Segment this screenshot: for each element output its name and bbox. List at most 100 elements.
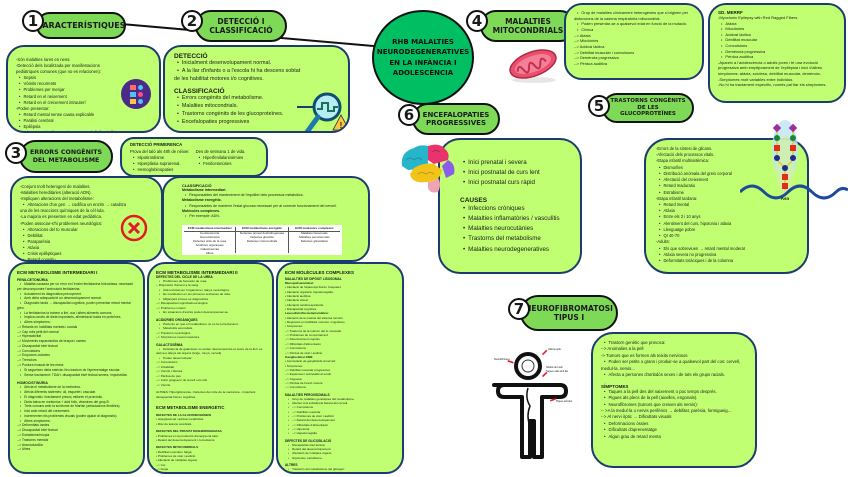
list-item: --> Hipotonia <box>285 427 395 431</box>
urea-list: Problemes de formació de urea.-- Disposi… <box>156 279 265 315</box>
gal-list: Deficiència de galactosa: no poden desco… <box>156 347 265 387</box>
early-left-list: HipotiroïdismeHiperplàsia suprarenal.Hem… <box>130 155 190 173</box>
list-item: --> Convulsions <box>285 385 306 390</box>
list-item: Mioclònies <box>718 26 836 32</box>
list-item: Metabolisme energètic. <box>182 198 222 203</box>
section-title-neurofibromatosis: NEUROFIBROMATOSI TIPUS I <box>520 295 618 331</box>
table-cell: Galactosèmia <box>200 246 219 251</box>
figure-label: Glioma òptic <box>548 348 562 351</box>
list-item: --> Color groguenc de la pell i els ulls <box>156 378 207 383</box>
list-item: • Afectació orgànica: hepatomegàlia. <box>285 289 334 294</box>
nf-list: Trastorn genètic que provoca:--> Anomali… <box>601 340 747 379</box>
list-item: Malalties inflamatòries / vasculitis <box>460 214 570 224</box>
list-item: --> Convulsions <box>156 360 178 365</box>
list-item: Malaltia causada per un error en l'enzim… <box>17 282 136 292</box>
center-title: RHB MALALTIES NEURODEGENERATIVES EN LA I… <box>376 37 470 78</box>
list-item: Retard mental sense causa explicable <box>16 112 121 118</box>
list-item: Taques a la pell des del naixement o poc… <box>601 389 747 395</box>
list-item: Inicialment desenvolupament normal. <box>174 60 304 68</box>
list-item: --> Atàxia <box>574 32 591 38</box>
list-item: Atàxia <box>20 245 132 251</box>
list-item: Retard en el neixement <box>16 94 121 100</box>
other-list: Trastorns del metabolisme del glicogen:M… <box>285 467 395 472</box>
list-item: Fenilcetonúries <box>196 161 246 167</box>
list-item: -Símptomes molt variables entre individu… <box>718 76 794 82</box>
detection-heading: DETECCIÓ <box>174 53 208 60</box>
list-item: Debilitat <box>20 233 132 239</box>
list-item: --> Discapacitat intel·lectual <box>17 343 58 348</box>
list-item: Epilèpsia <box>16 124 121 130</box>
list-item: Retard mental <box>656 202 797 208</box>
list-item: --> Debilitat muscular <box>285 410 395 414</box>
energy-heading: DEFECTES DE LA GLUCONEOGÈNESI <box>156 413 212 418</box>
list-item: Inici amb retard del creixement. <box>17 409 136 414</box>
list-item: Clínica <box>574 27 694 33</box>
list-item: Hiperfenilalaninèmies <box>196 155 246 161</box>
list-item: Retard cognitiu <box>20 257 132 260</box>
mitochondrial-box: Grup de malalties clínicament heterogèni… <box>564 3 704 80</box>
list-item: --> Mioclònies <box>574 38 599 44</box>
section-number-4: 4 <box>466 10 488 32</box>
ecm-main-box: -Conjunt molt heterogeni de malalties.-M… <box>10 176 163 262</box>
list-item: Demència progressiva <box>718 49 836 55</box>
list-item: --> Demència progressiva <box>574 55 619 61</box>
list-item: --> Discapacitat intel·lectual <box>17 428 58 433</box>
section-title-mitochondrial: MALALTIES MITOCONDRIALS <box>480 10 576 42</box>
checklist-icon <box>121 79 151 109</box>
early-left-intro: Prova del taló als 48h de néixer. <box>130 149 190 154</box>
list-item: Entre els 3 i 10 anys <box>656 214 797 220</box>
list-item: Altres símptomes: <box>17 320 136 325</box>
list-item: Els que sobreviuen → retard mental moder… <box>656 246 797 252</box>
list-item: Estrabisme <box>656 190 797 196</box>
list-item: El diagnòstic i tractament precoç millor… <box>17 395 136 400</box>
list-item: Grup de malalties clínicament heterogèni… <box>574 10 694 21</box>
hcu-list: Afecta el metabolisme de la metionina.Af… <box>17 385 136 452</box>
list-item: • Afectació cardiorespiratòria. <box>285 302 324 307</box>
table-cell: Malalties lisosomals <box>300 231 328 236</box>
list-item: A la llar d'infants o a l'escola hi ha d… <box>174 68 304 84</box>
list-item: Paràlisi cerebral <box>16 118 121 124</box>
list-item: Es manifesten en les primeres setmanes d… <box>156 292 265 296</box>
ecm-main-list: -Conjunt molt heterogeni de malalties.-M… <box>20 184 132 260</box>
list-item: Atàxia <box>656 208 797 214</box>
svg-text:!: ! <box>340 121 343 130</box>
list-item: Deficiència de galactosa: no poden desco… <box>156 347 265 356</box>
detection-list: Inicialment desenvolupament normal.A la … <box>174 60 304 83</box>
list-item: Problemes per menjar <box>16 87 121 93</box>
list-item: --> Discapacitat cognitiva/neurològica <box>156 301 208 306</box>
list-item: Poden presentar-se a qualsevol edat en f… <box>574 21 694 27</box>
list-item: Actualment es diagnostica precoçment. <box>17 292 136 297</box>
list-item: -Etapa infantil tardana: <box>656 195 698 201</box>
list-item: --> Debilitat muscular i convulsions <box>574 49 635 55</box>
list-item: --> Pèrdua de funció motora <box>285 380 323 385</box>
pill-label: NEUROFIBROMATOSI TIPUS I <box>525 304 613 322</box>
table-cell: Malalties peroxisomals <box>299 235 330 239</box>
list-item: -Detecció dels localitzada per manifesta… <box>16 63 101 75</box>
list-item: Són causa de discapacitat, per una defic… <box>16 130 121 131</box>
section-title-ecm: ERRORS CONGÈNITS DEL METABOLISME <box>19 140 113 173</box>
characteristics-box: -Són malalties rares en nens.-Detecció d… <box>6 45 161 133</box>
list-item: -- Disposició d'amoni a la sang. <box>156 283 199 288</box>
table-header: ECM metabolisme energètic <box>236 226 288 233</box>
energy-sections: DEFECTES DE LA GLUCONEOGÈNESI• Hipoglucè… <box>156 413 265 472</box>
list-item: Hipotiroïdisme <box>130 155 190 161</box>
section-number-5: 5 <box>588 95 610 117</box>
list-item: Responsables del manteniment de l'equili… <box>182 193 350 198</box>
table-cell: Defectes piruvat deshidrogenasa <box>240 231 284 236</box>
list-item: Distribució anòmala del greix corporal <box>656 171 797 177</box>
list-item: La fenilalanina la trobem a llet, ous i … <box>17 311 136 316</box>
list-item: -Són malalties rares en nens. <box>16 57 71 62</box>
table-cell: Fenilcetonúria <box>200 231 220 236</box>
section-number-1: 1 <box>22 10 44 32</box>
list-item: --> Aracnodactília <box>17 442 43 447</box>
list-item: Acidosi làctica <box>718 32 836 38</box>
list-item: Alteracions d'un gen → codifica un enzim… <box>20 202 132 214</box>
list-item: Dificultats d'aprenentatge <box>601 427 747 433</box>
list-item: Metabolisme intermediari. <box>182 188 227 192</box>
list-item: Afectació de múltiples òrgans. <box>285 451 395 455</box>
list-item: Amb dieta adequada té un desenvolupament… <box>17 296 136 301</box>
ecm-intermediary-2-box: ECM METABOLISME INTERMEDIARI II DEFECTES… <box>147 262 274 474</box>
list-item: --> Hiperactivitat <box>17 334 42 339</box>
glycan-chain-icon: Asn <box>740 120 848 201</box>
pill-label: ENCEFALOPATIES PROGRESSIVES <box>422 110 490 127</box>
